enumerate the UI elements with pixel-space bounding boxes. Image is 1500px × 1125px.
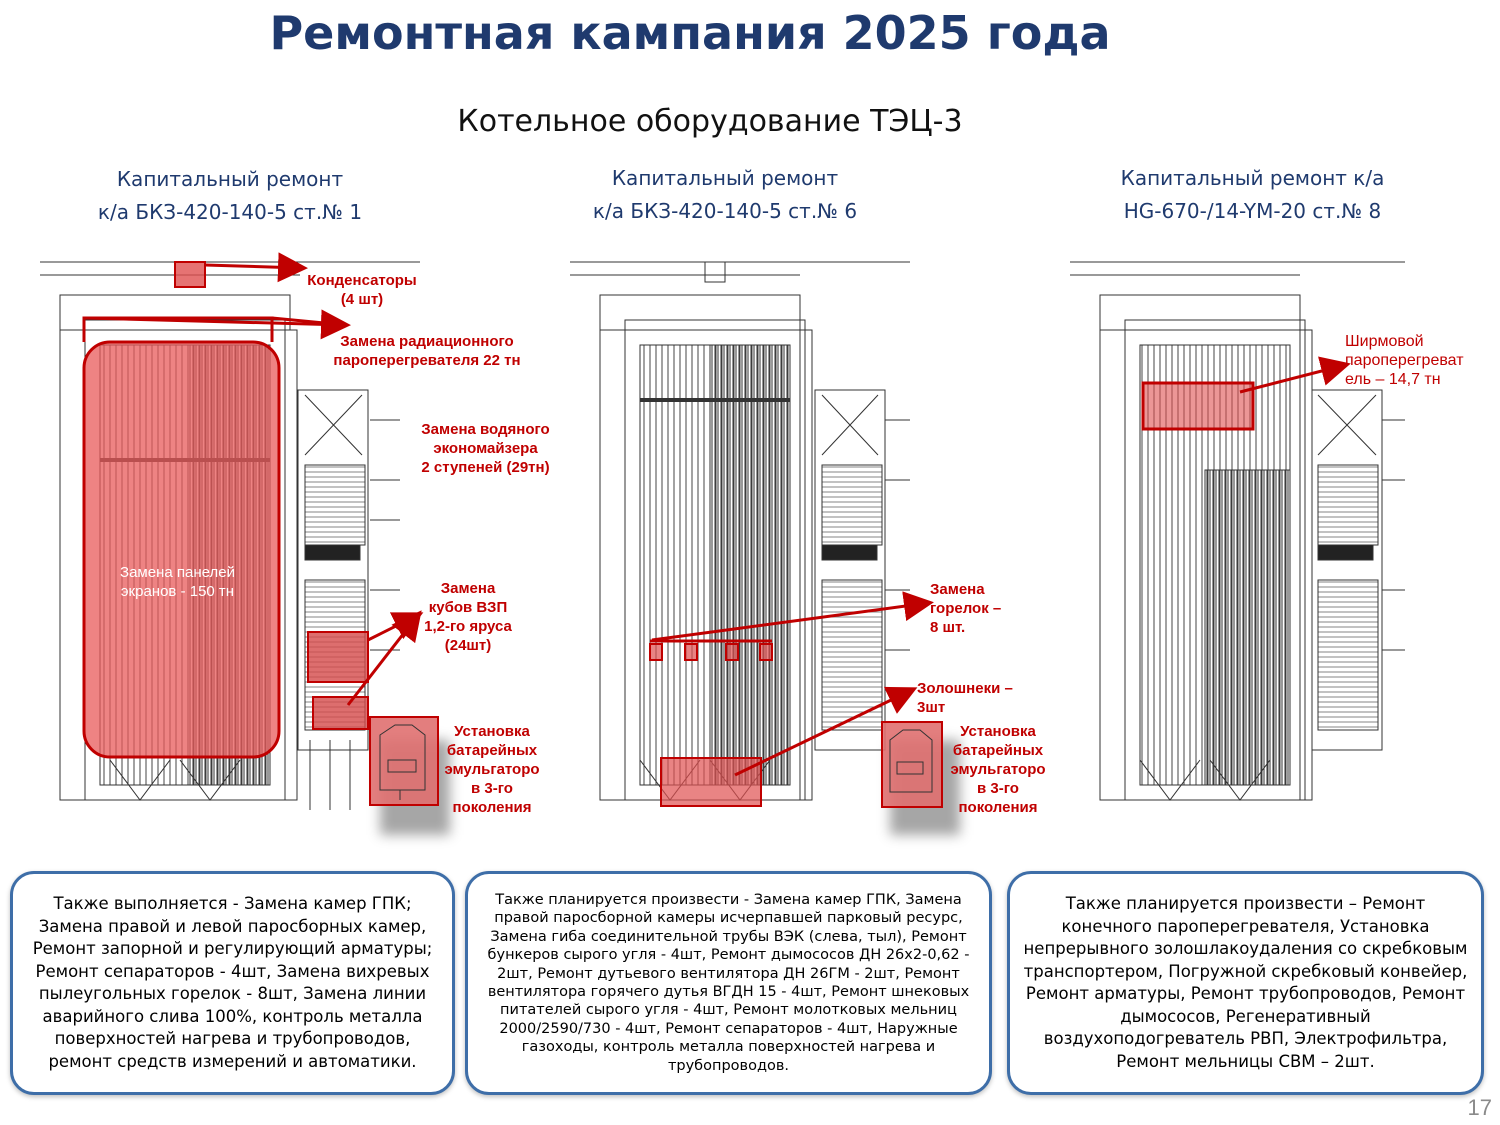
label-emulsifiers-unit-1: Установка батарейных эмульгаторо в 3-го … bbox=[444, 723, 540, 816]
label-radiation-superheater: Замена радиационного пароперегревателя 2… bbox=[333, 333, 521, 369]
column-heading-line: Капитальный ремонт к/а bbox=[1120, 166, 1385, 190]
note-box-unit-1: Также выполняется - Замена камер ГПК; За… bbox=[10, 871, 455, 1095]
column-heading-line: к/а БКЗ-420-140-5 ст.№ 1 bbox=[97, 200, 363, 224]
label-condensers: Конденсаторы (4 шт) bbox=[307, 272, 417, 308]
label-screen-panels: Замена панелей экранов - 150 тн bbox=[120, 564, 235, 600]
note-text: Также планируется произвести – Ремонт ко… bbox=[1023, 894, 1468, 1071]
note-box-unit-6: Также планируется произвести - Замена ка… bbox=[465, 871, 992, 1095]
boiler-drawings bbox=[40, 252, 1405, 835]
column-heading-line: Капитальный ремонт bbox=[611, 166, 839, 190]
page-subtitle: Котельное оборудование ТЭЦ-3 bbox=[457, 104, 963, 139]
label-vzp-cubes: Замена кубов ВЗП 1,2-го яруса (24шт) bbox=[424, 580, 512, 654]
label-water-economizer: Замена водяного экономайзера 2 ступеней … bbox=[421, 421, 550, 476]
label-emulsifiers-unit-6: Установка батарейных эмульгаторо в 3-го … bbox=[950, 723, 1046, 816]
label-ash-screws: Золошнеки – 3шт bbox=[917, 680, 1013, 716]
column-heading-line: к/а БКЗ-420-140-5 ст.№ 6 bbox=[592, 199, 858, 223]
column-heading-line: Капитальный ремонт bbox=[116, 167, 344, 191]
note-box-unit-8: Также планируется произвести – Ремонт ко… bbox=[1007, 871, 1484, 1095]
column-heading-line: HG-670-/14-YM-20 ст.№ 8 bbox=[1123, 199, 1382, 223]
page-number: 17 bbox=[1467, 1095, 1492, 1120]
note-text: Также планируется произвести - Замена ка… bbox=[487, 891, 970, 1074]
page-title: Ремонтная кампания 2025 года bbox=[269, 6, 1111, 60]
column-heading-unit-6: Капитальный ремонт к/а БКЗ-420-140-5 ст.… bbox=[555, 162, 895, 228]
boiler-drawing-6 bbox=[570, 261, 910, 801]
note-text: Также выполняется - Замена камер ГПК; За… bbox=[32, 894, 433, 1071]
label-screen-superheater: Ширмовой пароперегреват ель – 14,7 тн bbox=[1345, 333, 1464, 388]
label-burners: Замена горелок – 8 шт. bbox=[930, 581, 1002, 636]
column-heading-unit-8: Капитальный ремонт к/а HG-670-/14-YM-20 … bbox=[1080, 162, 1425, 228]
column-heading-unit-1: Капитальный ремонт к/а БКЗ-420-140-5 ст.… bbox=[60, 163, 400, 229]
